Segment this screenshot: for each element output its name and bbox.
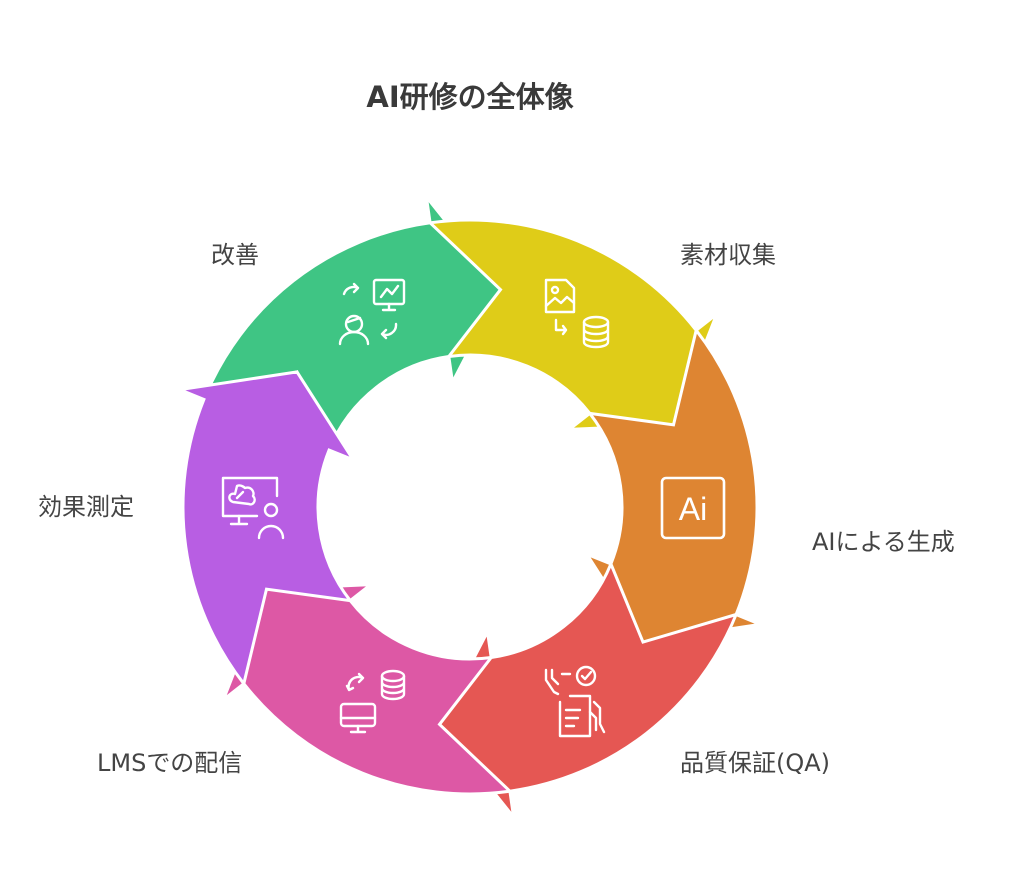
step-label-effect-measurement: 効果測定 [38,493,134,521]
diagram-title: AI研修の全体像 [366,80,574,114]
monitor-database-sync-icon [335,662,415,742]
presentation-analytics-icon [215,468,295,548]
step-label-improvement: 改善 [211,241,259,269]
step-label-lms-delivery: LMSでの配信 [97,749,243,777]
improvement-cycle-icon [332,272,412,352]
image-to-database-icon [538,272,618,352]
checklist-document-icon [538,662,618,742]
ai-logo-icon: Ai [653,467,733,547]
step-label-quality-assurance: 品質保証(QA) [680,749,831,777]
step-label-ai-generation: AIによる生成 [812,528,955,556]
step-label-material-collection: 素材収集 [680,241,776,269]
svg-text:Ai: Ai [679,491,707,527]
